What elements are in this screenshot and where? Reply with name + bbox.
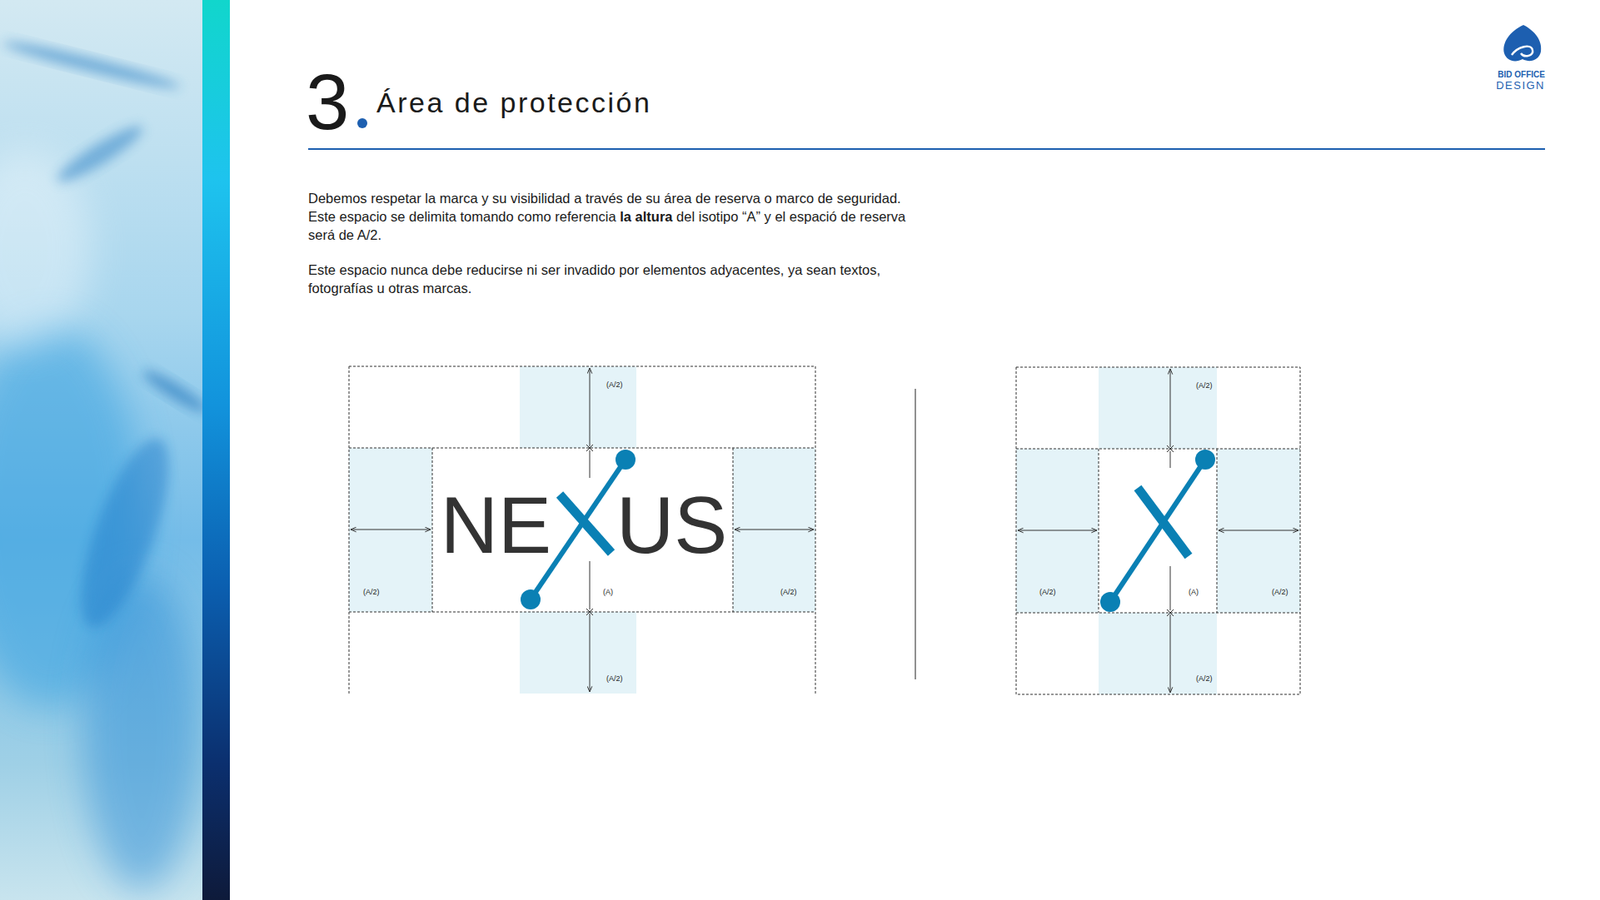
logo-x-bar: [1110, 459, 1206, 603]
dimension-tick: [1166, 445, 1174, 453]
dimension-label: (A/2): [363, 588, 380, 597]
dimension-label: (A/2): [1039, 588, 1057, 597]
photo-streak: [52, 119, 148, 190]
body-paragraph: Debemos respetar la marca y su visibilid…: [308, 189, 917, 245]
guide-line: [348, 366, 816, 368]
dimension-arrow: [1017, 530, 1097, 532]
dimension-line: [1170, 451, 1172, 469]
logo-wordmark: US: [616, 485, 728, 566]
protection-diagram: [1016, 367, 1301, 695]
guide-line: [1016, 448, 1301, 450]
dimension-arrow: [589, 613, 591, 693]
brand-swirl: [1511, 46, 1533, 56]
separator-line: [914, 388, 916, 680]
guide-line: [348, 366, 350, 694]
guide-line: [1016, 613, 1301, 614]
gradient-bar: [202, 0, 230, 900]
photo-blob: [0, 149, 92, 350]
logo-dot: [1100, 592, 1121, 613]
guide-line: [348, 448, 816, 449]
guide-line: [1216, 448, 1218, 614]
dimension-line: [589, 450, 591, 479]
body-text-bold: la altura: [619, 209, 673, 225]
photo-streak: [0, 36, 182, 95]
photo-streak: [63, 428, 187, 637]
dimension-arrow: [1170, 368, 1172, 448]
logo-dot: [520, 589, 541, 610]
reserve-area: [1016, 448, 1099, 614]
reserve-area: [732, 448, 816, 613]
page-title: Área de protección: [376, 88, 652, 117]
dimension-label: (A): [603, 588, 614, 597]
dimension-arrow: [350, 529, 431, 531]
reserve-area: [519, 366, 637, 449]
brand-name: DESIGN: [1495, 79, 1546, 91]
dimension-line: [589, 561, 591, 610]
section-number: 3: [305, 63, 349, 142]
dimension-label: (A/2): [606, 381, 624, 389]
guide-line: [1098, 448, 1100, 614]
dimension-arrow: [1218, 530, 1299, 532]
dimension-label: (A): [1188, 588, 1199, 597]
dimension-tick: [1166, 609, 1174, 617]
dimension-arrow: [589, 368, 591, 447]
guide-line: [1016, 367, 1301, 695]
dimension-arrow: [1170, 614, 1172, 693]
heading-rule: [308, 148, 1546, 150]
protection-diagram: [348, 366, 816, 694]
heading-dot: [357, 118, 368, 129]
reserve-area: [1098, 613, 1217, 695]
dimension-label: (A/2): [1271, 588, 1289, 597]
dimension-arrow: [734, 529, 814, 531]
reserve-area: [1098, 367, 1217, 449]
body-text: Este espacio nunca debe reducirse ni ser…: [308, 262, 881, 296]
logo-wordmark: NE: [440, 485, 552, 566]
brand-mark: [1503, 24, 1541, 61]
reserve-area: [348, 448, 433, 613]
dimension-label: (A/2): [1196, 675, 1213, 683]
logo-dot: [1195, 449, 1216, 470]
logo-dot: [615, 449, 636, 470]
photo-streak: [139, 365, 203, 419]
dimension-tick: [586, 444, 594, 452]
brand-name: BID OFFICE: [1497, 70, 1546, 80]
photo-strip: [0, 0, 203, 900]
guide-line: [732, 448, 734, 613]
guide-line: [348, 612, 816, 614]
dimension-line: [1170, 566, 1172, 611]
guide-line: [432, 448, 434, 613]
dimension-label: (A/2): [780, 588, 798, 597]
dimension-label: (A/2): [606, 675, 624, 683]
reserve-area: [519, 612, 637, 694]
body-paragraph: Este espacio nunca debe reducirse ni ser…: [308, 260, 917, 298]
reserve-area: [1216, 448, 1301, 614]
dimension-label: (A/2): [1196, 382, 1213, 390]
dimension-tick: [586, 608, 594, 616]
guide-line: [815, 366, 817, 694]
